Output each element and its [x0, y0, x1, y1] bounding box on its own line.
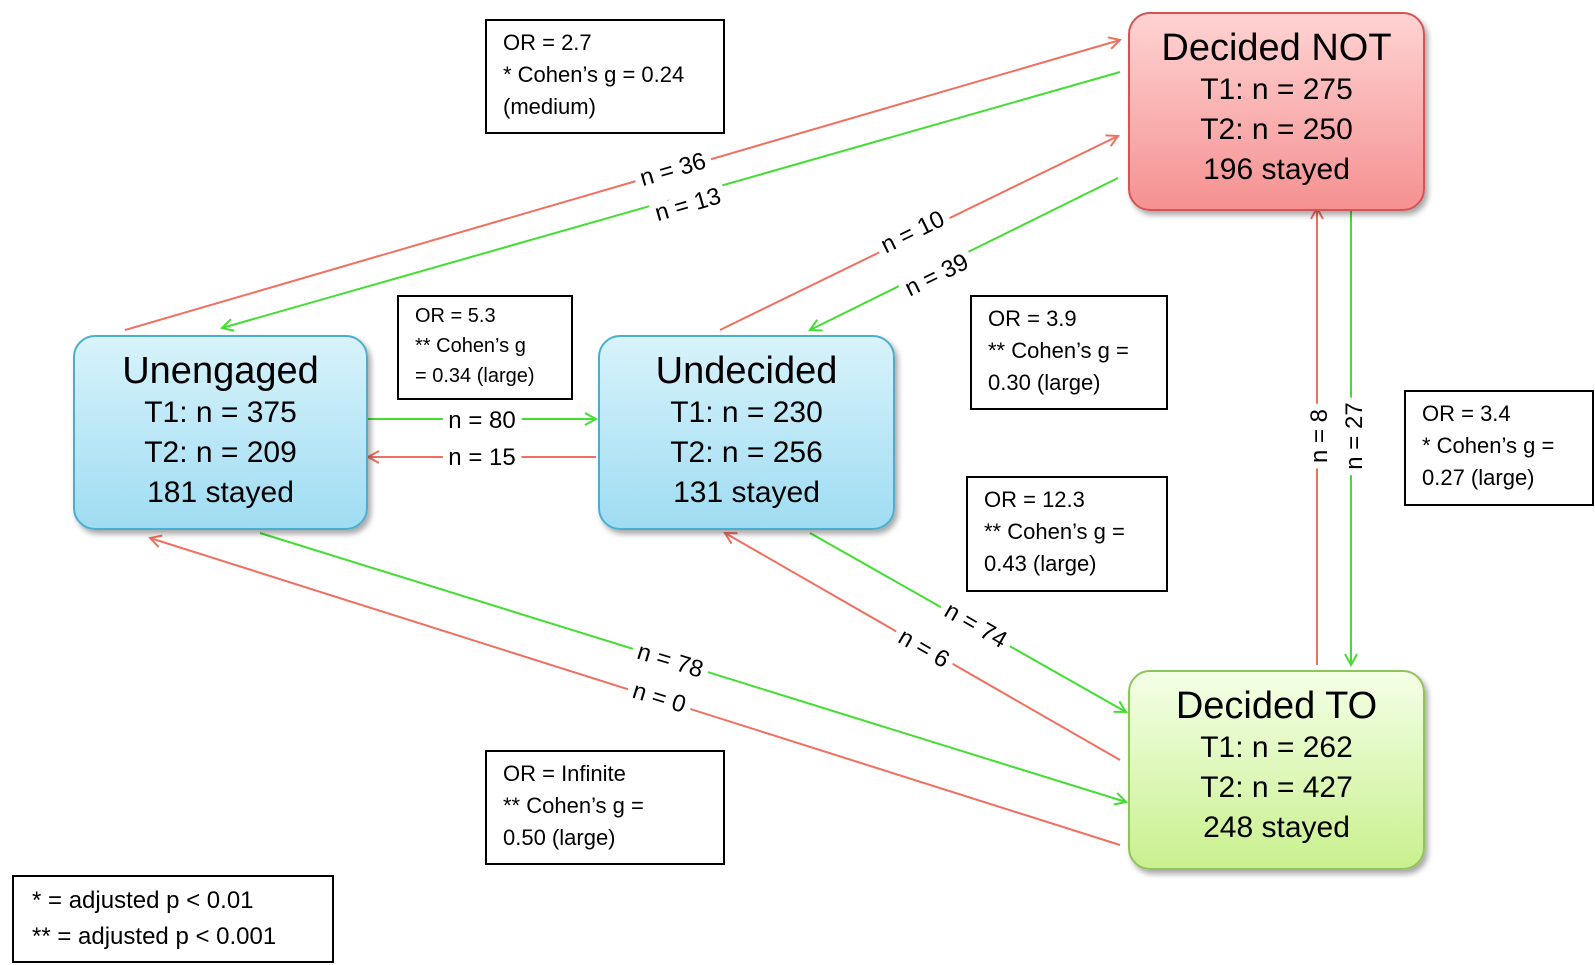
arrow-undecided-to-decided-to	[809, 532, 1126, 712]
stat-box-undecided-decided-not: OR = 3.9 ** Cohen’s g = 0.30 (large)	[970, 295, 1168, 410]
edge-label-n6: n = 6	[894, 623, 954, 673]
arrow-decided-not-to-unengaged	[222, 71, 1121, 328]
edge-label-n78: n = 78	[634, 638, 706, 684]
edge-label-n39: n = 39	[901, 248, 973, 302]
node-unengaged-title: Unengaged	[122, 350, 319, 392]
node-decided-to-t1: T1: n = 262	[1200, 731, 1353, 764]
arrow-decided-to-to-undecided	[725, 533, 1121, 761]
stat-or: OR = 2.7	[503, 30, 592, 55]
arrow-unengaged-to-decided-to	[259, 532, 1126, 802]
stat-effect: ** Cohen’s g =	[503, 793, 644, 818]
stat-or: OR = 3.4	[1422, 401, 1511, 426]
stat-effect: * Cohen’s g = 0.24	[503, 62, 685, 87]
node-decided-not-t2: T2: n = 250	[1200, 113, 1353, 146]
node-decided-not: Decided NOT T1: n = 275 T2: n = 250 196 …	[1128, 12, 1425, 211]
node-unengaged-stayed: 181 stayed	[147, 476, 294, 509]
stat-box-undecided-decided-to: OR = 12.3 ** Cohen’s g = 0.43 (large)	[966, 476, 1168, 592]
node-decided-not-t1: T1: n = 275	[1200, 73, 1353, 106]
legend-item-single-star: * = adjusted p < 0.01	[32, 887, 254, 914]
node-undecided-t1: T1: n = 230	[670, 396, 823, 429]
stat-box-decided-not-decided-to: OR = 3.4 * Cohen’s g = 0.27 (large)	[1404, 390, 1594, 506]
arrow-undecided-to-decided-not	[719, 136, 1118, 331]
significance-legend: * = adjusted p < 0.01 ** = adjusted p < …	[12, 875, 334, 963]
stat-or: OR = 5.3	[415, 305, 496, 327]
node-decided-to-title: Decided TO	[1175, 685, 1378, 727]
edge-label-n13: n = 13	[652, 183, 724, 228]
stat-effect-size: 0.27 (large)	[1422, 465, 1535, 490]
stat-or: OR = Infinite	[503, 761, 626, 786]
node-decided-to-t2: T2: n = 427	[1200, 771, 1353, 804]
stat-effect: ** Cohen’s g =	[984, 519, 1125, 544]
node-undecided-title: Undecided	[655, 350, 838, 392]
stat-effect-size: (medium)	[503, 94, 596, 119]
edge-label-n27: n = 27	[1341, 402, 1368, 469]
arrow-decided-not-to-undecided	[810, 177, 1119, 330]
node-unengaged: Unengaged T1: n = 375 T2: n = 209 181 st…	[73, 335, 368, 530]
stat-box-unengaged-decided-not: OR = 2.7 * Cohen’s g = 0.24 (medium)	[485, 19, 725, 134]
node-undecided-stayed: 131 stayed	[673, 476, 820, 509]
arrow-unengaged-to-decided-not	[124, 40, 1120, 331]
arrow-decided-to-to-unengaged	[150, 538, 1121, 846]
edge-label-n10: n = 10	[877, 205, 949, 259]
node-decided-not-stayed: 196 stayed	[1203, 153, 1350, 186]
edge-label-n15: n = 15	[448, 444, 515, 471]
stat-effect: * Cohen’s g =	[1422, 433, 1555, 458]
stat-box-unengaged-decided-to: OR = Infinite ** Cohen’s g = 0.50 (large…	[485, 750, 725, 865]
legend-item-double-star: ** = adjusted p < 0.001	[32, 923, 277, 950]
edge-label-n0: n = 0	[629, 677, 689, 719]
stat-effect-size: 0.30 (large)	[988, 370, 1101, 395]
node-undecided: Undecided T1: n = 230 T2: n = 256 131 st…	[598, 335, 895, 530]
node-decided-to-stayed: 248 stayed	[1203, 811, 1350, 844]
stat-effect-size: 0.50 (large)	[503, 825, 616, 850]
node-unengaged-t2: T2: n = 209	[144, 436, 297, 469]
node-decided-not-title: Decided NOT	[1161, 27, 1392, 69]
stat-or: OR = 3.9	[988, 306, 1077, 331]
stat-effect-size: 0.43 (large)	[984, 551, 1097, 576]
stat-effect-size: = 0.34 (large)	[415, 365, 535, 387]
node-decided-to: Decided TO T1: n = 262 T2: n = 427 248 s…	[1128, 670, 1425, 870]
edge-label-n80: n = 80	[448, 407, 515, 434]
stat-effect: ** Cohen’s g =	[988, 338, 1129, 363]
stat-box-unengaged-undecided: OR = 5.3 ** Cohen’s g = 0.34 (large)	[397, 295, 573, 400]
node-undecided-t2: T2: n = 256	[670, 436, 823, 469]
node-unengaged-t1: T1: n = 375	[144, 396, 297, 429]
edge-label-n74: n = 74	[940, 597, 1012, 654]
edge-label-n36: n = 36	[637, 148, 709, 193]
stat-effect: ** Cohen’s g	[415, 335, 526, 357]
edge-label-n8: n = 8	[1306, 409, 1333, 463]
stat-or: OR = 12.3	[984, 487, 1085, 512]
